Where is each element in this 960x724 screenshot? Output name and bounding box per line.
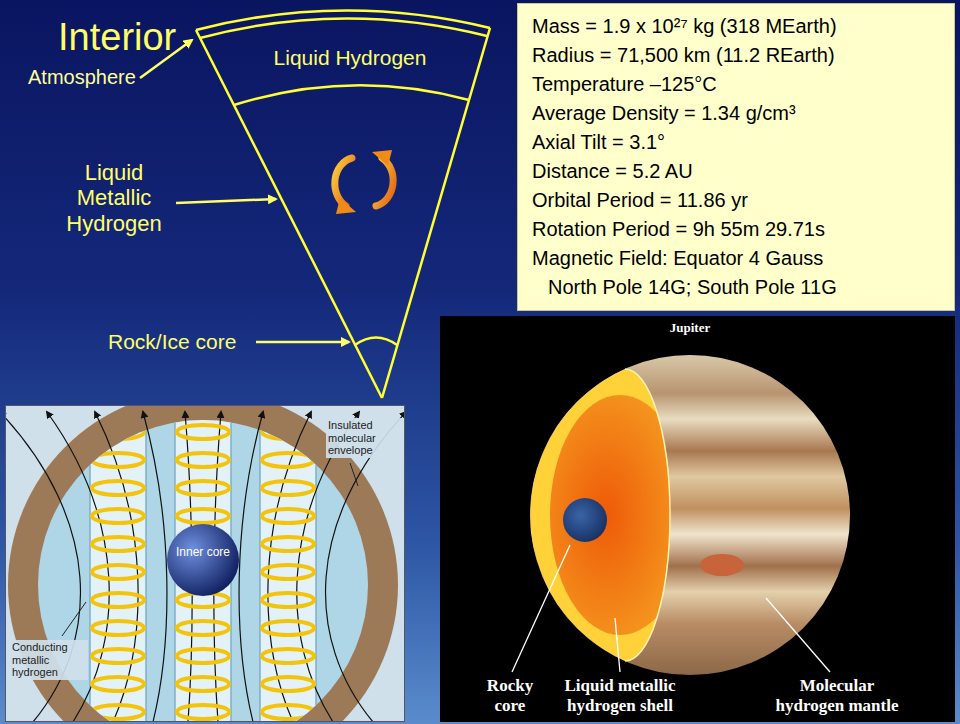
info-box: Mass = 1.9 x 10²⁷ kg (318 MEarth)Radius … xyxy=(517,3,955,311)
jupiter-illustration xyxy=(440,316,955,722)
jupiter-illustration xyxy=(563,498,607,542)
leader-arrow xyxy=(256,341,349,344)
helical-flow xyxy=(262,425,314,719)
dynamo-illustration xyxy=(6,406,405,722)
layer-label: Liquid Hydrogen xyxy=(274,46,427,70)
info-line: Radius = 71,500 km (11.2 REarth) xyxy=(532,41,940,70)
layer-label: Liquid Metallic Hydrogen xyxy=(55,160,173,236)
jupiter-illustration xyxy=(625,369,670,661)
info-line: Axial Tilt = 3.1° xyxy=(532,128,940,157)
image-title: Jupiter xyxy=(655,321,725,336)
convection-arrowheads xyxy=(372,150,392,166)
convection-arrowheads xyxy=(336,198,356,214)
field-lines xyxy=(239,412,263,722)
helical-flow xyxy=(92,425,144,719)
leader-arrow xyxy=(140,40,349,342)
info-line: Magnetic Field: Equator 4 Gauss xyxy=(532,244,940,273)
layer-label: Atmosphere xyxy=(28,66,136,89)
part-label: Molecular hydrogen mantle xyxy=(770,676,905,715)
interior-wedge xyxy=(355,338,397,346)
convection-arrowheads xyxy=(336,150,392,214)
jupiter-illustration xyxy=(440,316,955,722)
leader-arrow xyxy=(176,199,276,203)
interior-wedge xyxy=(200,18,487,38)
convection-columns xyxy=(90,405,146,722)
jupiter-illustration xyxy=(700,554,744,576)
info-line: Mass = 1.9 x 10²⁷ kg (318 MEarth) xyxy=(532,12,940,41)
convection-arrows xyxy=(335,158,393,206)
jupiter-illustration xyxy=(550,395,690,635)
field-lines xyxy=(5,412,405,722)
field-lines xyxy=(326,412,405,722)
info-line: Average Density = 1.34 g/cm³ xyxy=(532,99,940,128)
inner-core-sphere xyxy=(167,524,239,596)
convection-arrows xyxy=(376,158,393,206)
layer-label: Rock/Ice core xyxy=(108,330,236,354)
interior-wedge xyxy=(234,85,469,105)
leader-line xyxy=(62,602,86,636)
info-line: Orbital Period = 11.86 yr xyxy=(532,186,940,215)
leader-line xyxy=(615,618,620,672)
slide-title: Interior xyxy=(58,16,176,59)
info-line: Temperature –125°C xyxy=(532,70,940,99)
part-label: Rocky core xyxy=(475,676,545,715)
field-lines xyxy=(143,412,167,722)
part-label: Conducting metallic hydrogen xyxy=(10,640,88,680)
part-label: Inner core xyxy=(173,546,233,560)
part-label: Liquid metallic hydrogen shell xyxy=(553,676,688,715)
convection-columns xyxy=(90,405,316,722)
part-label: Insulated molecular envelope xyxy=(326,418,404,458)
info-line: Rotation Period = 9h 55m 29.71s xyxy=(532,215,940,244)
jupiter-illustration xyxy=(550,395,690,635)
info-line: North Pole 14G; South Pole 11G xyxy=(532,273,940,302)
leader-line xyxy=(512,545,830,672)
leader-line xyxy=(62,463,358,636)
dynamo-illustration xyxy=(5,405,405,722)
leader-line xyxy=(350,463,358,486)
leader-line xyxy=(512,545,570,672)
convection-arrows xyxy=(335,158,352,206)
helical-flow xyxy=(92,425,314,719)
jupiter-illustration xyxy=(530,355,850,675)
leader-line xyxy=(766,598,830,672)
info-line: Distance = 5.2 AU xyxy=(532,157,940,186)
convection-columns xyxy=(260,405,316,722)
